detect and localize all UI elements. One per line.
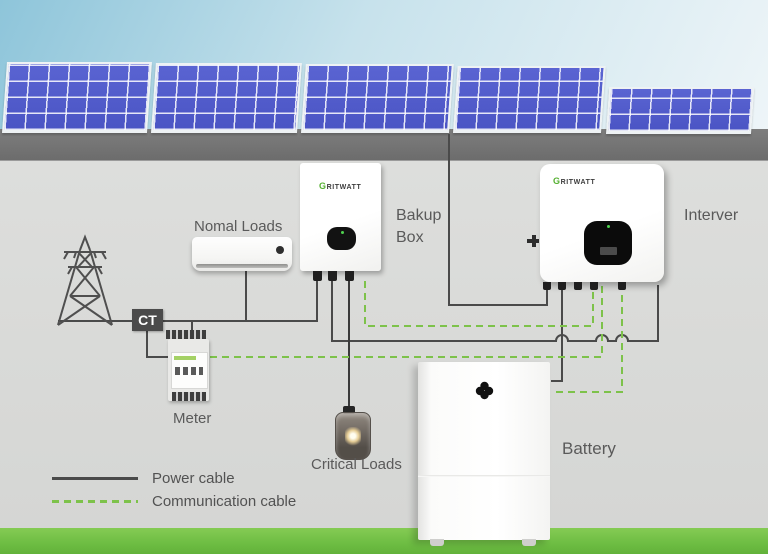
backup-box-display [327, 227, 356, 250]
status-led-icon [607, 225, 610, 228]
brand-logo-text: RITWATT [560, 179, 596, 186]
meter-buttons [175, 367, 203, 375]
roof-edge [0, 129, 768, 161]
brand-logo: GRITWATT [319, 181, 361, 191]
backup-box-device: GRITWATT [300, 163, 381, 271]
pendant-lamp-icon [335, 412, 371, 460]
lamp-bulb-glow [345, 427, 361, 447]
comm-cable-backup-to-inverter [364, 281, 594, 327]
legend-communication-cable-label: Communication cable [152, 493, 297, 510]
legend-power-cable-swatch [52, 477, 138, 480]
inverter-connector [543, 282, 551, 290]
meter-label: Meter [173, 410, 212, 427]
normal-loads-label: Nomal Loads [194, 218, 283, 235]
status-led-icon [340, 231, 344, 234]
backup-box-connector [313, 271, 322, 281]
meter-top-terminal [166, 330, 206, 339]
battery-brand-icon [475, 381, 494, 400]
battery-label: Battery [562, 439, 616, 458]
brand-logo-g: G [319, 181, 327, 191]
inverter-connector [590, 282, 598, 290]
battery-seam [418, 475, 550, 477]
battery-foot [430, 539, 444, 546]
meter-bottom-terminal [172, 392, 206, 401]
ct-label: CT [138, 312, 157, 328]
inverter-side-connector-icon [527, 235, 541, 247]
ac-vent [196, 264, 288, 268]
brand-logo: GRITWATT [553, 176, 595, 186]
meter-label-strip [174, 356, 196, 360]
meter-device [168, 339, 209, 401]
legend-communication-cable-swatch [52, 500, 138, 503]
brand-logo-g: G [553, 176, 561, 186]
inverter-connector [574, 282, 582, 290]
critical-loads-label: Critical Loads [311, 456, 402, 473]
power-cable-backup-to-inverter [331, 280, 659, 342]
meter-face [171, 352, 208, 389]
backup-box-label-line2: Box [396, 229, 424, 246]
ct-sensor: CT [132, 309, 163, 331]
backup-box-connector [345, 271, 354, 281]
battery-device [418, 362, 550, 546]
inverter-connector [618, 282, 626, 290]
power-cable-inverter-to-battery [551, 282, 563, 382]
backup-box-connector [328, 271, 337, 281]
lamp-cap [343, 406, 355, 414]
inverter-device: GRITWATT [540, 164, 664, 282]
air-conditioner [192, 237, 292, 271]
brand-logo-text: RITWATT [326, 184, 362, 191]
ct-signal-cable [146, 331, 170, 358]
comm-cable-inverter-to-battery [551, 283, 623, 393]
inverter-display [584, 221, 632, 265]
power-cable-pv-to-inverter [448, 134, 548, 306]
battery-foot [522, 539, 536, 546]
backup-box-label-line1: Bakup [396, 207, 442, 224]
legend-power-cable-label: Power cable [152, 470, 235, 487]
inverter-label: Interver [684, 207, 739, 224]
transmission-tower-icon [57, 234, 113, 326]
inverter-connector [558, 282, 566, 290]
grass-ground [0, 528, 768, 554]
ac-indicator-icon [276, 246, 284, 254]
inverter-screen [600, 247, 617, 255]
